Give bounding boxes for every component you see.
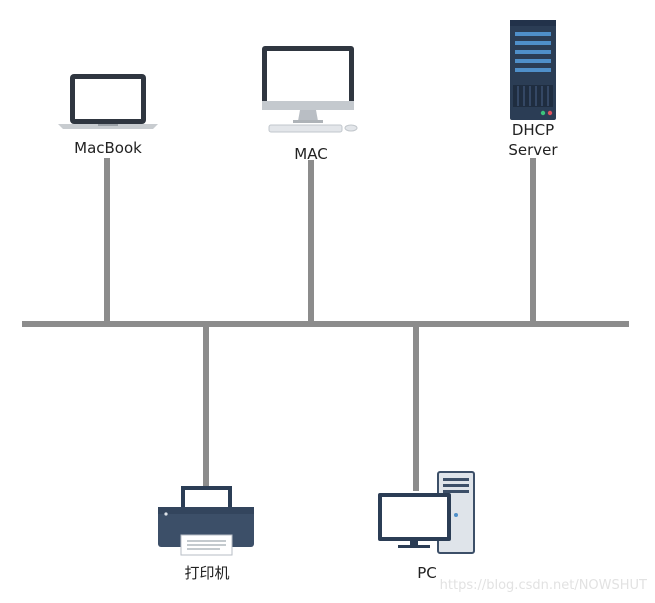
- macbook-node: MacBook: [58, 74, 158, 157]
- pc-monitor-icon: [378, 493, 451, 548]
- watermark-text: https://blog.csdn.net/NOWSHUT: [440, 578, 647, 593]
- network-wiring: [22, 158, 629, 491]
- mac-node: MAC: [262, 46, 358, 163]
- laptop-icon: [58, 74, 158, 129]
- macbook-label: MacBook: [74, 139, 142, 157]
- printer-node: 打印机: [158, 486, 254, 582]
- printer-icon: [158, 486, 254, 556]
- mac-label: MAC: [294, 145, 327, 163]
- mouse-icon: [344, 124, 358, 132]
- pc-label: PC: [417, 564, 437, 582]
- printer-label: 打印机: [184, 564, 229, 582]
- dhcp-server-label-line1: DHCP: [512, 121, 554, 139]
- dhcp-server-node: DHCP Server: [508, 20, 558, 159]
- dhcp-server-label-line2: Server: [508, 141, 558, 159]
- server-rack-icon: [510, 20, 556, 120]
- desktop-monitor-icon: [262, 46, 354, 123]
- pc-node: PC: [378, 471, 475, 582]
- keyboard-icon: [268, 124, 343, 133]
